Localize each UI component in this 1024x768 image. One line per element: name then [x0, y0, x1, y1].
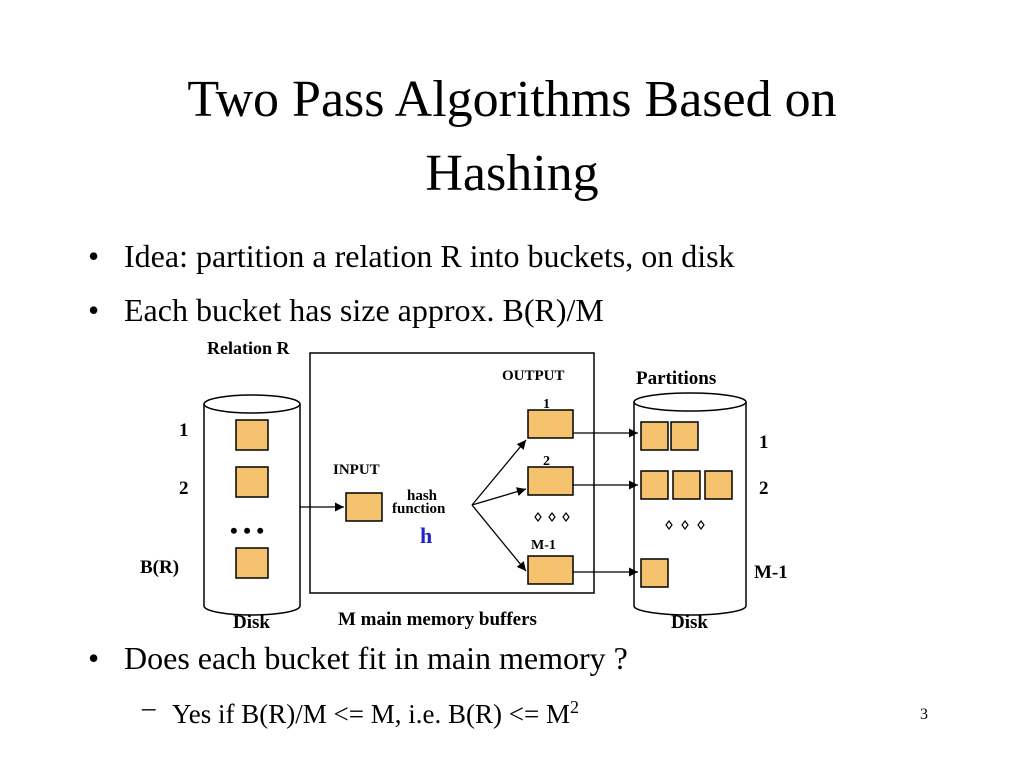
output-1-label: 1 — [543, 397, 550, 412]
hash-label: hash — [407, 488, 438, 504]
bullet-item: • Each bucket has size approx. B(R)/M — [88, 290, 604, 330]
right-row-m1-label: M-1 — [754, 562, 788, 583]
arrow-hash-to-out2 — [471, 487, 527, 506]
left-row-2-label: 2 — [179, 478, 189, 499]
partition-block — [640, 421, 669, 451]
main-memory-box — [309, 352, 595, 594]
relation-label: Relation R — [207, 338, 290, 358]
right-disk-cylinder — [633, 392, 747, 616]
bullet-text: Does each bucket fit in main memory ? — [124, 640, 628, 676]
output-label: OUTPUT — [502, 368, 565, 384]
bullet-text: Idea: partition a relation R into bucket… — [124, 238, 735, 274]
partition-ellipsis — [665, 520, 705, 530]
relation-block — [235, 419, 269, 451]
output-buffer-m1 — [527, 555, 574, 585]
sub-bullet-item: – Yes if B(R)/M <= M, i.e. B(R) <= M2 — [142, 690, 579, 731]
right-row-2-label: 2 — [759, 478, 769, 499]
arrow-hash-to-out1 — [471, 439, 527, 506]
left-disk-cylinder — [203, 394, 301, 616]
bullet-item: • Does each bucket fit in main memory ? — [88, 638, 628, 678]
function-label: function — [392, 501, 446, 517]
bullet-item: • Idea: partition a relation R into buck… — [88, 236, 735, 276]
page-number: 3 — [920, 706, 928, 723]
relation-block — [235, 547, 269, 579]
input-label: INPUT — [333, 462, 380, 478]
output-ellipsis — [534, 512, 570, 522]
left-ellipsis: • • • — [230, 518, 264, 543]
bullet-text: Each bucket has size approx. B(R)/M — [124, 292, 604, 328]
bullet-marker: • — [88, 292, 100, 328]
sub-bullet-text: Yes if B(R)/M <= M, i.e. B(R) <= M — [172, 699, 570, 729]
slide-title-line-1: Two Pass Algorithms Based on — [187, 71, 837, 128]
hash-function-h: h — [420, 523, 432, 548]
partition-block — [640, 470, 669, 500]
superscript: 2 — [569, 697, 579, 717]
memory-label: M main memory buffers — [338, 609, 537, 630]
right-row-1-label: 1 — [759, 432, 769, 453]
bullet-marker: • — [88, 238, 100, 274]
bullet-marker: • — [88, 640, 100, 676]
partitions-label: Partitions — [636, 368, 716, 389]
partition-block — [704, 470, 733, 500]
output-2-label: 2 — [543, 454, 550, 469]
left-row-1-label: 1 — [179, 420, 189, 441]
left-disk-label: Disk — [233, 612, 270, 633]
output-buffer-1 — [527, 409, 574, 439]
arrow-hash-to-outm1 — [471, 504, 527, 572]
partition-block — [670, 421, 699, 451]
output-m1-label: M-1 — [531, 538, 556, 553]
left-row-b-label: B(R) — [140, 557, 179, 578]
slide-title-line-2: Hashing — [425, 145, 599, 202]
output-buffer-2 — [527, 466, 574, 496]
partition-block — [672, 470, 701, 500]
sub-bullet-marker: – — [142, 692, 156, 722]
relation-block — [235, 466, 269, 498]
right-disk-label: Disk — [671, 612, 708, 633]
partition-block — [640, 558, 669, 588]
input-buffer — [345, 492, 383, 522]
